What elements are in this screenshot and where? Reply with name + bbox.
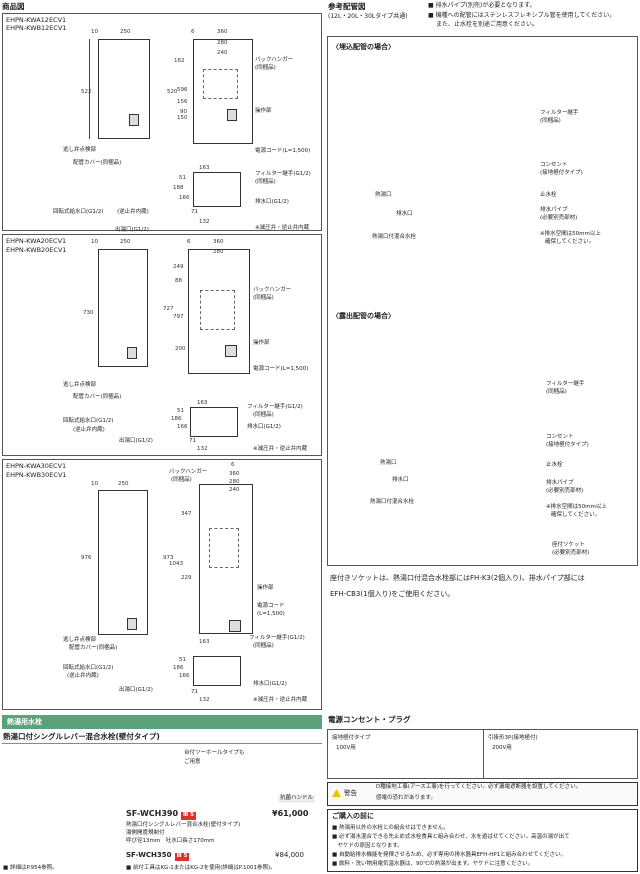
front-view [98, 490, 148, 635]
ref-title: 参考配管図 [328, 2, 366, 11]
power-title: 電源コンセント・プラグ [328, 715, 411, 724]
bottom-view [193, 656, 241, 686]
price-1: ¥61,000 [272, 809, 309, 818]
side-view [199, 484, 253, 634]
model-code: EHPN-KWA20ECV1 [6, 237, 67, 245]
ref-note: ■ 機種への配管にはステンレスフレキシブル管を使用してください。 [428, 12, 616, 19]
ops-panel-side [225, 345, 237, 357]
socket-text: EFH-CB3(1個入り)をご使用ください。 [330, 590, 455, 598]
bottom-view [193, 172, 241, 207]
side-view [193, 39, 253, 144]
bottom-view [190, 407, 238, 437]
exposed-title: 〈露出配管の場合〉 [332, 312, 395, 320]
socket-text: 座付きソケットは、熱湯口付混合水栓部にはFH-K3(2個入り)、排水パイプ部には [330, 574, 585, 582]
ref-note: ■ 排水パイプ(別売)が必要となります。 [428, 2, 536, 9]
before-title: ご購入の前に [332, 812, 374, 820]
drawing-box-30l: EHPN-KWA30ECV1 EHPN-KWB30ECV1 10 250 976… [2, 459, 322, 710]
model-code: EHPN-KWA30ECV1 [6, 462, 67, 470]
plug-box: 接地極付タイプ 100V用 引掛形3P(接地極付) 200V用 [327, 729, 638, 779]
price-2: ¥84,000 [275, 851, 304, 859]
section-title: 商品図 [2, 2, 25, 11]
side-view [188, 249, 250, 374]
ref-sub: (12L・20L・30Lタイプ共通) [328, 13, 408, 20]
product-section-bar: 熱湯用水栓 [2, 715, 322, 729]
drawing-box-12l: EHPN-KWA12ECV1 EHPN-KWB12ECV1 10 250 522… [2, 13, 322, 233]
product-title: 熱湯口付シングルレバー混合水栓(壁付タイプ) [3, 732, 160, 741]
back-hanger [209, 528, 239, 568]
embedded-title: 〈埋込配管の場合〉 [332, 43, 395, 51]
ops-panel-side [229, 620, 241, 632]
drawing-box-20l: EHPN-KWA20ECV1 EHPN-KWB20ECV1 10 250 730… [2, 234, 322, 456]
warning-icon [332, 789, 341, 797]
model-code: EHPN-KWB20ECV1 [6, 246, 67, 254]
warning-box [327, 782, 638, 806]
warning-label: 警告 [344, 789, 357, 797]
ops-panel [127, 347, 137, 359]
ops-panel [127, 618, 137, 630]
front-view [98, 39, 150, 139]
handle-label: 抗菌ハンドル [278, 795, 316, 803]
back-hanger [200, 290, 235, 330]
model-code: EHPN-KWA12ECV1 [6, 16, 67, 24]
model-code: EHPN-KWB12ECV1 [6, 24, 67, 32]
ops-panel-side [227, 109, 237, 121]
ops-panel [129, 114, 139, 126]
front-view [98, 249, 148, 367]
ref-note: また、止水栓を別途ご用意ください。 [436, 21, 539, 28]
before-box [327, 809, 638, 872]
model-code: EHPN-KWB30ECV1 [6, 471, 67, 479]
back-hanger [203, 69, 238, 99]
